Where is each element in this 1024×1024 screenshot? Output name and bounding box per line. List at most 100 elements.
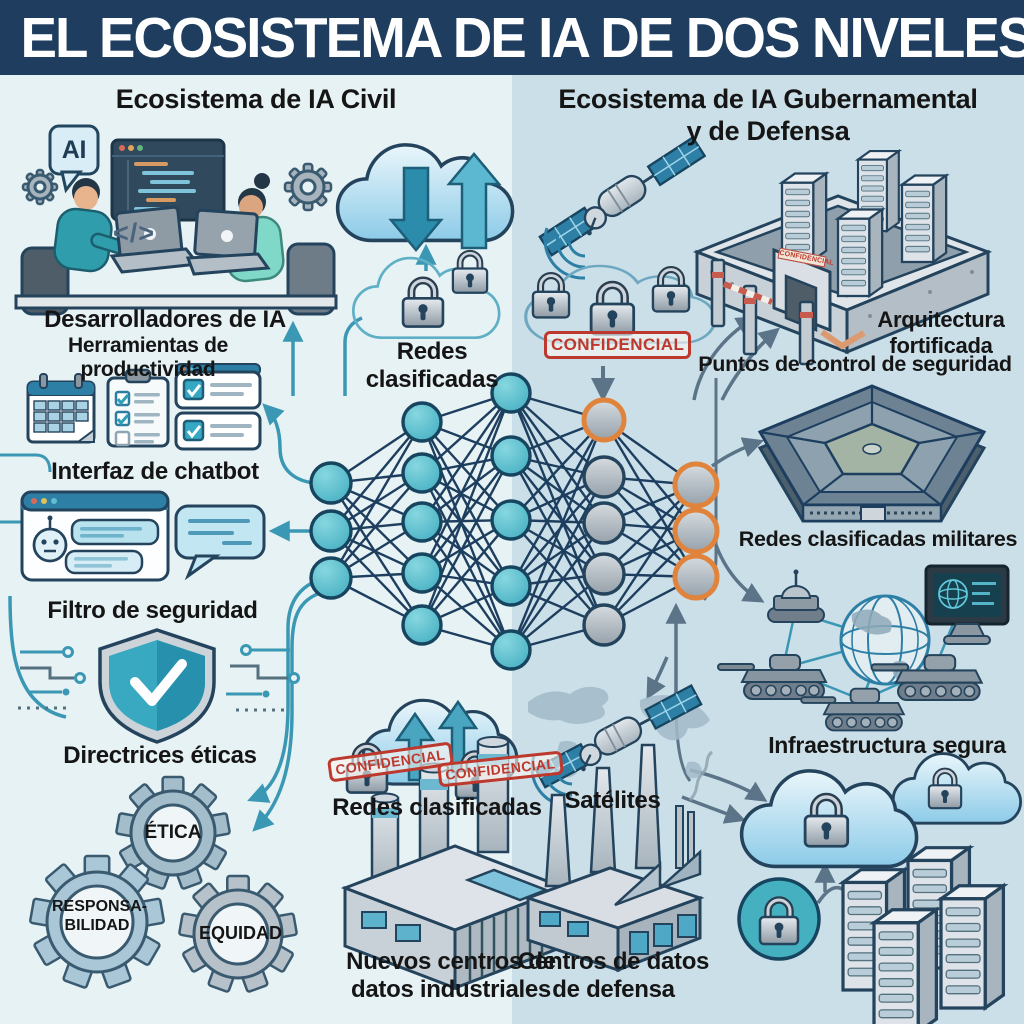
developers-label: Desarrolladores de IA bbox=[44, 306, 286, 333]
network-node bbox=[309, 556, 353, 600]
defense-server-cluster bbox=[841, 846, 1006, 1024]
network-node bbox=[672, 461, 720, 509]
window bbox=[677, 914, 697, 938]
gear-icon bbox=[283, 162, 333, 212]
signal-waves bbox=[543, 227, 586, 280]
defense-datacenters-label: Centros de datos de defensa bbox=[517, 948, 710, 1003]
network-node bbox=[309, 461, 353, 505]
secure-infrastructure-label: Infraestructura segura bbox=[768, 732, 1006, 758]
network-node bbox=[401, 501, 443, 543]
network-node bbox=[582, 603, 626, 647]
defense-column-header-line2: y de Defensa bbox=[686, 116, 850, 146]
server-rack-icon bbox=[900, 174, 948, 264]
laptop-left bbox=[109, 205, 201, 274]
gear-label-equity: EQUIDAD bbox=[199, 923, 283, 943]
lock-icon bbox=[403, 280, 443, 326]
industrial-factory-icon bbox=[340, 736, 570, 991]
ai-badge-text: AI bbox=[61, 136, 87, 164]
network-node bbox=[401, 552, 443, 594]
upload-arrow bbox=[446, 152, 502, 250]
window bbox=[567, 921, 589, 937]
developer-left bbox=[20, 178, 138, 316]
lock-icon bbox=[591, 285, 634, 334]
defense-column-header-line1: Ecosistema de IA Gubernamental bbox=[558, 84, 978, 114]
gear-icon bbox=[29, 854, 165, 989]
industrial-datacenters-label: Nuevos centros de datos industriales bbox=[346, 948, 556, 1003]
neural-network-diagram bbox=[309, 372, 720, 671]
window bbox=[629, 931, 649, 955]
developers-illustration bbox=[14, 124, 338, 316]
fortified-architecture-label: Arquitectura fortificada bbox=[877, 307, 1005, 358]
fortified-datacenter-icon bbox=[692, 150, 993, 366]
smoke bbox=[688, 750, 714, 802]
gear-icon bbox=[178, 874, 298, 993]
monitor-icon bbox=[924, 564, 1010, 645]
calendar-icon bbox=[26, 373, 96, 444]
ethical-guidelines-label: Directrices éticas bbox=[63, 742, 257, 769]
chat-bubble bbox=[64, 549, 144, 575]
download-arrow bbox=[388, 166, 444, 252]
encryption-badge bbox=[737, 877, 821, 961]
gear-icon bbox=[115, 775, 231, 890]
server-rack-icon bbox=[872, 908, 939, 1024]
network-node bbox=[582, 501, 626, 545]
network-node bbox=[672, 553, 720, 601]
classified-networks-bottom-label: Redes clasificadas bbox=[332, 794, 542, 821]
classified-networks-top-label: Redes clasificadas bbox=[365, 338, 499, 393]
network-node bbox=[490, 435, 532, 477]
face bbox=[74, 186, 98, 210]
code-editor-icon bbox=[110, 138, 226, 222]
clipboard-checklist-icon bbox=[106, 368, 170, 448]
network-node bbox=[490, 565, 532, 607]
cloud-sync-icon bbox=[335, 143, 515, 252]
hair-bun bbox=[254, 173, 270, 189]
network-node bbox=[672, 507, 720, 555]
server-rack-icon bbox=[836, 208, 884, 298]
ground-chevron bbox=[820, 329, 866, 350]
ethics-gears bbox=[21, 162, 333, 993]
network-node bbox=[581, 397, 627, 443]
server-rack-icon bbox=[780, 172, 828, 262]
lock-icon bbox=[453, 253, 487, 293]
shield-check-icon bbox=[98, 628, 216, 744]
military-network bbox=[717, 564, 1010, 732]
security-filter-label: Filtro de seguridad bbox=[47, 597, 258, 624]
page-title: EL ECOSISTEMA DE IA DE DOS NIVELES bbox=[20, 6, 1024, 70]
satellite-bottom-icon bbox=[528, 681, 710, 808]
chatbot-window-icon bbox=[20, 490, 170, 582]
network-node bbox=[490, 629, 532, 671]
speech-bubble-icon bbox=[174, 504, 266, 581]
network-node bbox=[582, 455, 626, 499]
task-list-icon bbox=[174, 363, 262, 451]
defense-factory-icon bbox=[523, 743, 714, 973]
barrier-arm bbox=[722, 281, 774, 305]
code-glyph: </> bbox=[112, 218, 156, 248]
network-node bbox=[309, 509, 353, 553]
gear-icon bbox=[21, 168, 59, 206]
network-node bbox=[401, 401, 443, 443]
laptop-right bbox=[185, 208, 271, 276]
satellite-top-icon bbox=[536, 133, 709, 280]
network-node bbox=[401, 452, 443, 494]
window bbox=[361, 911, 387, 929]
title-bar bbox=[0, 0, 1024, 75]
secure-cloud-icons bbox=[739, 752, 1023, 869]
robot-face bbox=[32, 527, 68, 563]
pentagon-icon bbox=[757, 384, 987, 523]
military-networks-label: Redes clasificadas militares bbox=[738, 527, 1018, 551]
window bbox=[539, 911, 561, 927]
server-rack-icon bbox=[939, 884, 1006, 1010]
network-node bbox=[582, 552, 626, 596]
pentagon-spokes bbox=[759, 386, 985, 506]
network-node bbox=[490, 372, 532, 414]
lock-icon bbox=[653, 270, 689, 312]
civil-column-header: Ecosistema de IA Civil bbox=[115, 84, 397, 114]
lock-icon bbox=[533, 276, 569, 318]
security-checkpoints-label: Puntos de control de seguridad bbox=[698, 352, 1012, 376]
chimney bbox=[589, 766, 617, 874]
window bbox=[653, 923, 673, 947]
flow-arrows bbox=[247, 243, 871, 930]
circuit-traces bbox=[18, 644, 300, 712]
